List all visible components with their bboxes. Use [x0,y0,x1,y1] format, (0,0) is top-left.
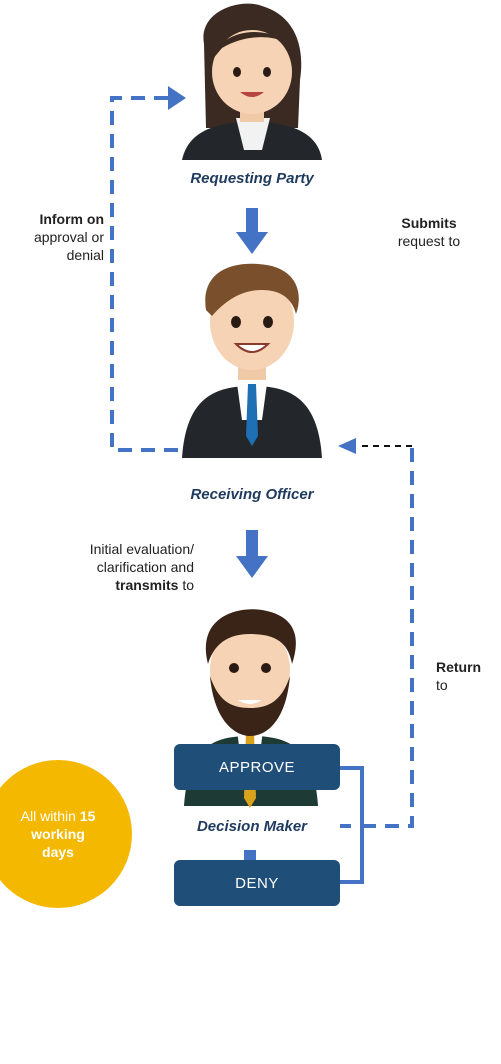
deadline-badge-number: 15 [79,808,96,824]
return-note-bold: Return [436,659,482,675]
deadline-badge-line3: days [42,844,74,860]
requesting-party-label: Requesting Party [190,170,314,187]
return-line-decisions-bracket [340,766,364,884]
decision-maker-label: Decision Maker [196,818,308,835]
submits-note: Submits request to [374,214,484,250]
receiving-officer-avatar [182,263,322,458]
evaluation-note-line2: clarification and [96,559,194,575]
inform-note-line2: approval or [33,229,104,245]
inform-note-bold: Inform on [39,211,104,227]
deadline-badge: All within 15 working days [0,760,132,908]
deadline-badge-line2: working [31,826,85,842]
submits-note-rest: request to [397,233,461,249]
evaluation-note-bold: transmits [115,577,179,593]
down-arrow-2 [236,530,268,578]
submits-note-bold: Submits [401,215,457,231]
evaluation-note: Initial evaluation/ clarification and tr… [24,540,194,594]
down-arrow-1 [236,208,268,254]
approve-box: APPROVE [174,744,340,790]
evaluation-note-line1: Initial evaluation/ [89,541,194,557]
inform-note-line3: denial [66,247,104,263]
inform-feedback-line [110,96,178,452]
inform-feedback-arrowhead [168,86,186,110]
deadline-badge-prefix: All within [20,808,76,824]
evaluation-note-rest: to [182,577,194,593]
return-arrowhead [338,438,356,454]
requesting-party-avatar [182,3,322,160]
inform-note: Inform on approval or denial [10,210,104,264]
return-note-rest: to [436,677,448,693]
return-note: Return to [436,658,496,694]
deny-box: DENY [174,860,340,906]
receiving-officer-label: Receiving Officer [190,486,314,503]
